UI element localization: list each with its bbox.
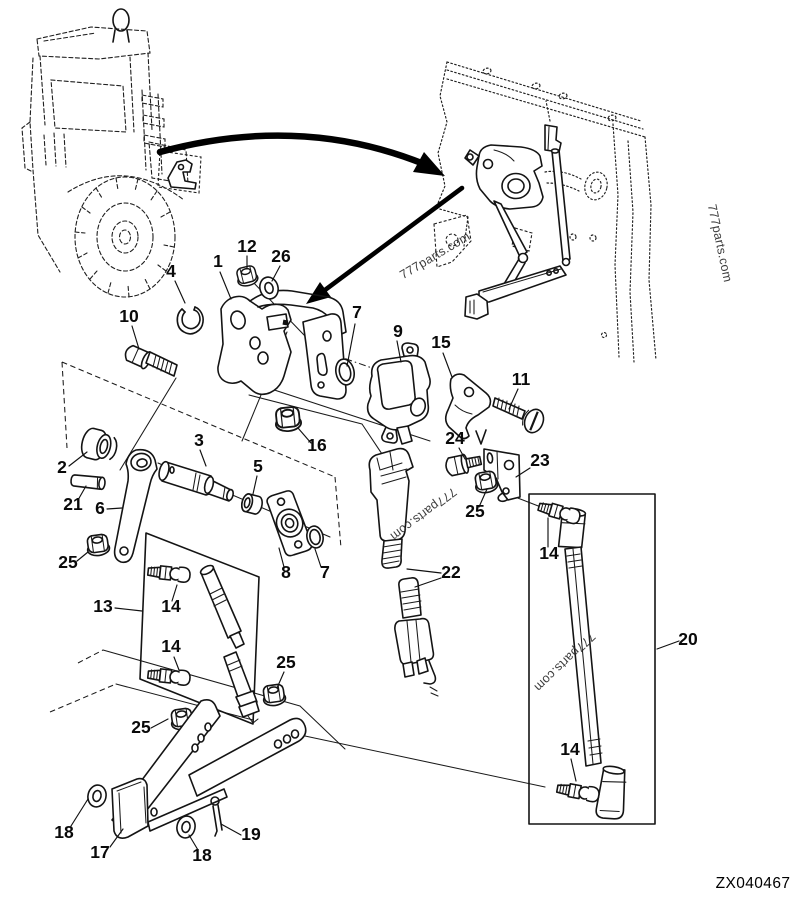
part-7-oring-lower bbox=[306, 525, 324, 549]
callout-14-rod-top: 14 bbox=[539, 543, 559, 563]
part-10-bolt bbox=[124, 344, 178, 377]
callout-25-left: 25 bbox=[58, 552, 78, 572]
callout-25-box-right: 25 bbox=[276, 652, 296, 672]
part-17-support-bracket bbox=[111, 699, 307, 839]
curved-arrow-head bbox=[413, 152, 445, 176]
callout-20: 20 bbox=[678, 629, 698, 649]
callout-24: 24 bbox=[445, 428, 465, 448]
part-8-flange bbox=[266, 490, 313, 557]
part-4-snap-ring bbox=[176, 306, 204, 335]
callout-16: 16 bbox=[307, 435, 327, 455]
part-15-lever bbox=[444, 373, 492, 440]
callout-18-left: 18 bbox=[54, 822, 74, 842]
callout-11: 11 bbox=[512, 369, 531, 389]
callout-7-lower: 7 bbox=[320, 562, 330, 582]
callout-26: 26 bbox=[271, 246, 291, 266]
callout-6: 6 bbox=[95, 498, 105, 518]
chassis-detail-view bbox=[433, 61, 657, 363]
diagram-code: ZX040467 bbox=[716, 875, 791, 892]
callout-13: 13 bbox=[93, 596, 113, 616]
callout-labels: 4 12 26 1 10 7 9 15 11 16 24 23 25 2 21 … bbox=[54, 236, 698, 865]
detail-sensor-assembly bbox=[464, 124, 571, 320]
callout-2: 2 bbox=[57, 457, 67, 477]
callout-25-bottom: 25 bbox=[131, 717, 151, 737]
callout-21: 21 bbox=[63, 494, 83, 514]
callout-15: 15 bbox=[431, 332, 451, 352]
part-3-shaft bbox=[158, 460, 235, 502]
part-22-connector bbox=[368, 447, 439, 697]
callout-7-upper: 7 bbox=[352, 302, 362, 322]
part-5-bushing bbox=[241, 493, 263, 515]
callout-9: 9 bbox=[393, 321, 403, 341]
part-9-sensor bbox=[366, 342, 487, 445]
watermark-text: 777parts.com bbox=[397, 229, 472, 282]
reference-arrows bbox=[156, 132, 465, 304]
callout-25-near-23: 25 bbox=[465, 501, 485, 521]
part-18-washer-left bbox=[85, 782, 109, 810]
callout-17: 17 bbox=[90, 842, 109, 862]
callout-5: 5 bbox=[253, 456, 263, 476]
watermark-text: 777parts.com bbox=[705, 203, 735, 284]
callout-23: 23 bbox=[530, 450, 550, 470]
part-2-bushing bbox=[80, 427, 118, 461]
part-1-bracket bbox=[217, 289, 347, 400]
part-6-lever-arm bbox=[113, 448, 158, 564]
part-25-nut-box-right bbox=[260, 682, 288, 708]
callout-12: 12 bbox=[237, 236, 257, 256]
part-14-balljoint-rod-bottom bbox=[555, 780, 601, 804]
part-25-nut-left bbox=[84, 532, 112, 558]
callout-18-right: 18 bbox=[192, 845, 212, 865]
callout-8: 8 bbox=[281, 562, 291, 582]
part-19-cotter-pin bbox=[210, 796, 223, 837]
callout-14-upper: 14 bbox=[161, 596, 181, 616]
tractor-illustration bbox=[21, 8, 202, 298]
callout-22: 22 bbox=[441, 562, 461, 582]
callout-14-rod-bottom: 14 bbox=[560, 739, 580, 759]
curved-arrow bbox=[156, 132, 428, 168]
callout-4: 4 bbox=[166, 261, 176, 281]
part-26-washer bbox=[256, 274, 282, 302]
part-7-oring-upper bbox=[334, 358, 356, 386]
leader-lines bbox=[68, 255, 680, 851]
straight-arrow bbox=[322, 185, 465, 293]
part-21-pin bbox=[70, 474, 106, 491]
callout-3: 3 bbox=[194, 430, 204, 450]
straight-arrow-head bbox=[306, 282, 331, 304]
callout-14-lower: 14 bbox=[161, 636, 181, 656]
part-24-bolt bbox=[445, 453, 483, 477]
part-11-screw bbox=[492, 397, 545, 434]
part-20-link-rod bbox=[528, 493, 656, 825]
callout-19: 19 bbox=[241, 824, 261, 844]
part-13-linkage-kit bbox=[139, 532, 260, 725]
part-14-balljoint-rod-top bbox=[536, 498, 583, 526]
callout-1: 1 bbox=[213, 251, 223, 271]
callout-10: 10 bbox=[119, 306, 139, 326]
